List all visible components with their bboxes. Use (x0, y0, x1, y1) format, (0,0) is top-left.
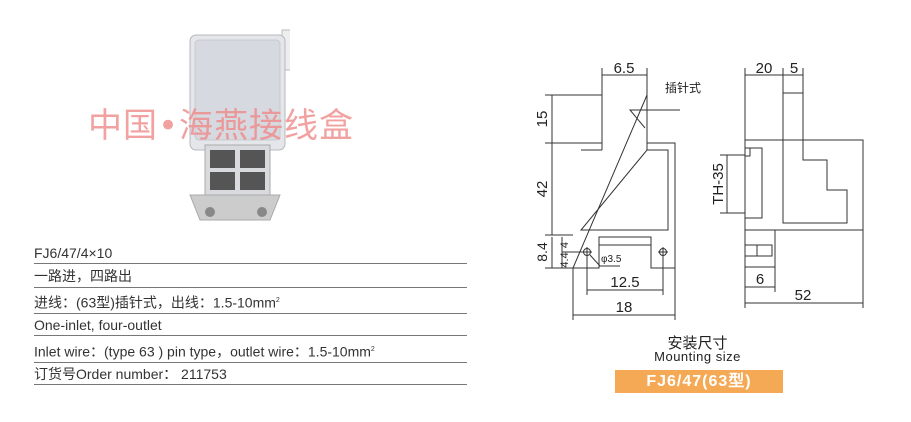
drawing-line (744, 230, 776, 268)
spec-desc-cn: 一路进，四路出 (34, 267, 467, 288)
superscript: 2 (275, 297, 280, 304)
dim-pin-offset: 5 (790, 60, 798, 77)
side-view (720, 68, 864, 308)
drawing-line (598, 237, 651, 246)
drawing-line: 6.5 插针式 15 42 8.4 4 4.4 φ3.5 12.5 18 20 … (534, 60, 811, 316)
dim-depth: 52 (795, 287, 812, 304)
drawing-line (628, 109, 680, 129)
wire-cn-text: 进线：(63型)插针式，出线：1.5-10mm (34, 294, 276, 311)
dim-width: 18 (616, 299, 633, 316)
model-bar: FJ6/47(63型) (615, 370, 783, 393)
drawing-line (545, 94, 602, 236)
watermark: 中国•海燕接线盒 (88, 106, 355, 146)
dim-hole-spacing: 12.5 (610, 274, 639, 291)
dim-pin-label: 插针式 (665, 80, 701, 95)
drawing-line (744, 230, 864, 308)
drawing-line (545, 237, 587, 269)
drawing-line (745, 244, 773, 257)
drawing-line (782, 92, 848, 224)
dim-half1: 4 (559, 242, 571, 248)
drawing-line (194, 39, 281, 141)
drawing-line (572, 255, 676, 320)
dim-rail: TH-35 (710, 163, 727, 205)
drawing-line (240, 150, 265, 168)
spec-wire-en: Inlet wire：(type 63 ) pin type，outlet wi… (34, 340, 467, 363)
drawing-line (744, 139, 864, 231)
superscript: 2 (370, 346, 375, 353)
spec-desc-en: One-inlet, four-outlet (34, 315, 467, 336)
wire-en-text: Inlet wire：(type 63 ) pin type，outlet wi… (34, 343, 371, 360)
drawing-line (744, 68, 804, 140)
order-number: 211753 (181, 366, 227, 382)
drawing-line (210, 172, 235, 190)
drawing-line (240, 172, 265, 190)
dim-half2: 4.4 (559, 252, 571, 267)
spec-model: FJ6/47/4×10 (34, 243, 467, 264)
drawing-line (579, 143, 669, 231)
spec-wire-cn: 进线：(63型)插针式，出线：1.5-10mm2 (34, 291, 467, 314)
product-image (189, 29, 290, 221)
dim-pin-width: 6.5 (614, 60, 635, 77)
caption-cn: 安装尺寸 (667, 335, 728, 352)
drawing-line (589, 254, 620, 267)
drawing-line (601, 68, 648, 95)
drawing-line (582, 247, 668, 257)
caption-en: Mounting size (654, 349, 741, 364)
front-view (545, 68, 680, 320)
order-label: 订货号Order number： (34, 366, 178, 382)
dim-body-height: 42 (534, 181, 551, 198)
dim-foot: 6 (756, 271, 764, 288)
drawing-line (210, 150, 235, 168)
dim-hole: φ3.5 (601, 254, 622, 265)
mounting-hole (257, 207, 267, 217)
drawing-line (745, 147, 763, 219)
dim-pin-height: 15 (534, 111, 551, 128)
mounting-hole (205, 207, 215, 217)
spec-order: 订货号Order number： 211753 (34, 364, 467, 385)
dim-depth-top: 20 (756, 60, 773, 77)
dim-base-height: 8.4 (534, 242, 550, 262)
drawing-line (720, 154, 745, 214)
drawing-line (572, 94, 676, 269)
